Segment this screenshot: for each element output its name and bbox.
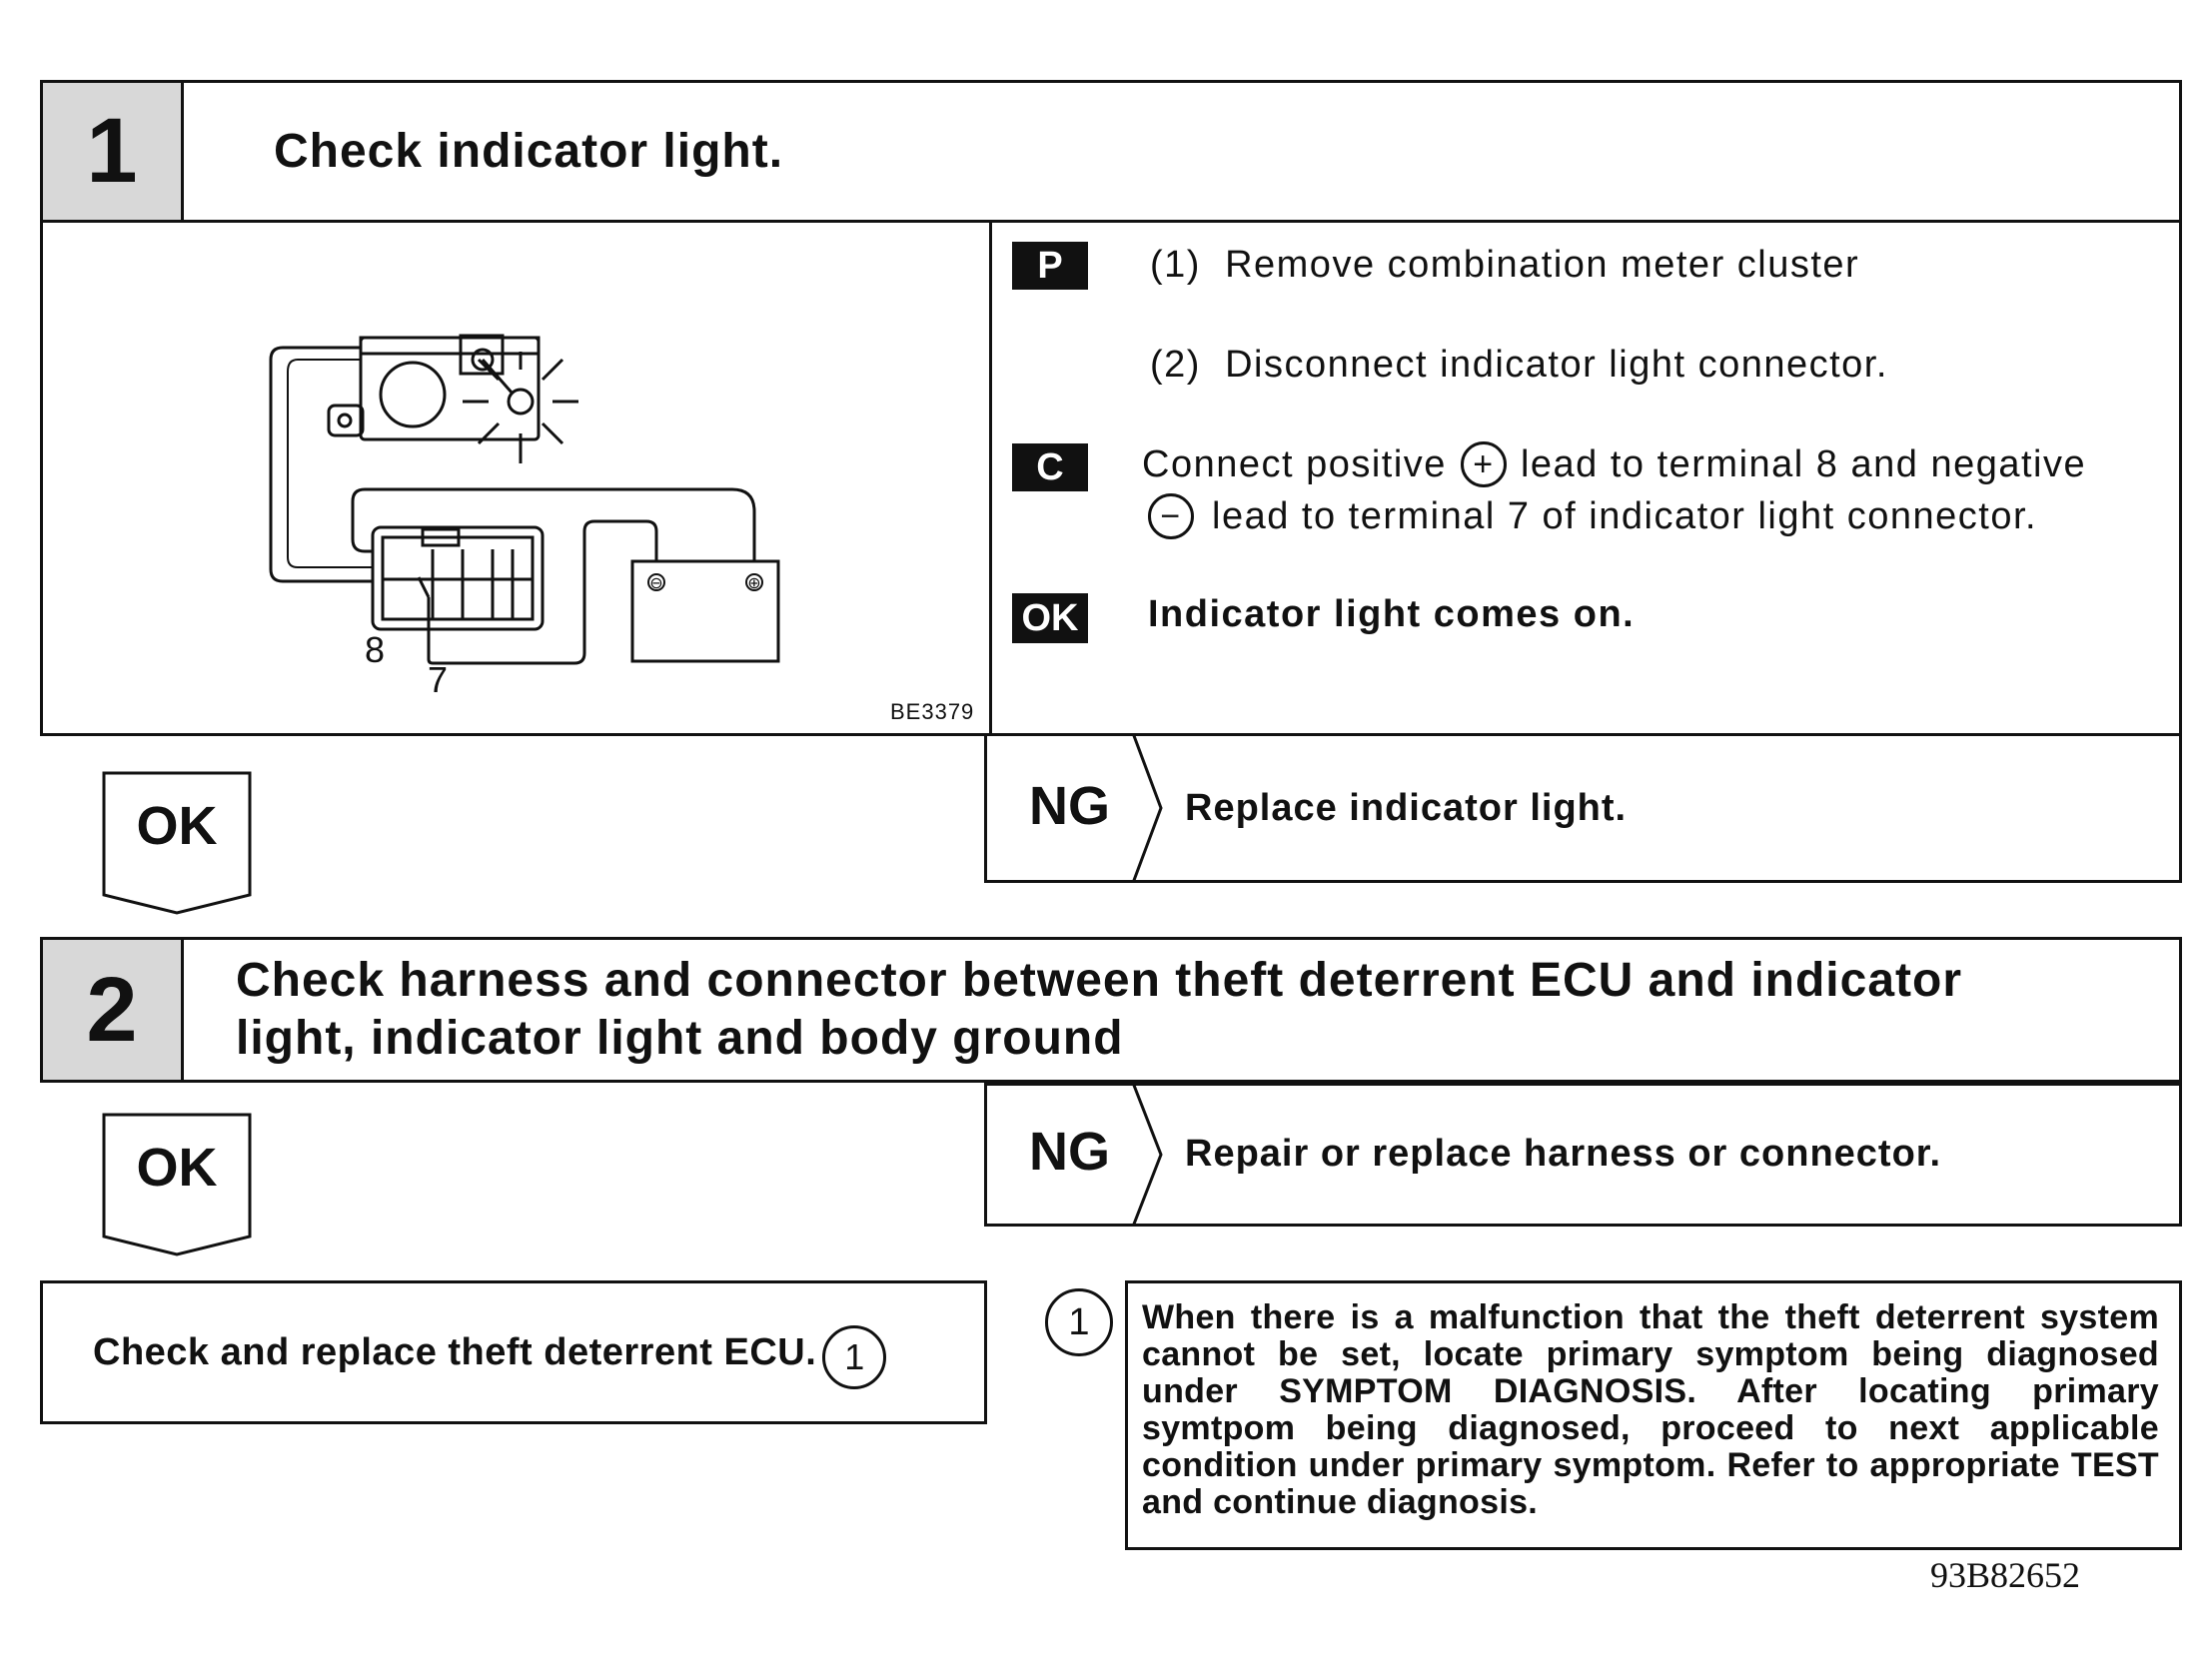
note-reference-icon: 1 <box>1045 1288 1113 1356</box>
svg-text:⊖: ⊖ <box>649 573 662 592</box>
step1-number: 1 <box>43 83 184 220</box>
step2-title: Check harness and connector between thef… <box>184 940 1962 1080</box>
check-badge: C <box>1012 443 1088 491</box>
step2-ok-label: OK <box>136 1138 218 1198</box>
step1-ng-chevron <box>1131 733 1163 883</box>
step1-divider <box>989 220 992 733</box>
step2-ok-arrow-shape <box>102 1113 252 1256</box>
step1-ng-label: NG <box>1029 776 1110 836</box>
battery <box>630 559 780 663</box>
step2-ng-box <box>984 1083 2182 1227</box>
prep-step-1-number: (1) <box>1150 244 1201 286</box>
terminal-7-label: 7 <box>428 659 449 700</box>
prep-step-1-text: Remove combination meter cluster <box>1225 244 1860 286</box>
light-burst-icon <box>463 352 578 463</box>
check-text-c: lead to terminal 7 of indicator light co… <box>1212 494 2038 537</box>
step2-ng-text: Repair or replace harness or connector. <box>1185 1133 1942 1175</box>
reference-1-icon: 1 <box>822 1325 887 1389</box>
check-instruction-line2: − lead to terminal 7 of indicator light … <box>1148 493 2037 539</box>
document-code: 93B82652 <box>1930 1555 2081 1595</box>
bulb-socket <box>379 361 447 428</box>
step2-ng-chevron <box>1131 1083 1163 1227</box>
plus-icon: + <box>1460 441 1507 487</box>
minus-icon: − <box>1148 493 1194 539</box>
final-action-text: Check and replace theft deterrent ECU. <box>93 1330 817 1373</box>
step1-body: ⊖ ⊕ 8 7 BE3379 P (1) Remove combination … <box>40 220 2182 736</box>
step2-number: 2 <box>43 940 184 1080</box>
step2-ng-label: NG <box>1029 1122 1110 1182</box>
prep-step-2: (2) Disconnect indicator light connector… <box>1150 344 1888 387</box>
figure-code: BE3379 <box>890 699 975 724</box>
check-text-a: Connect positive <box>1142 442 1447 485</box>
step2-title-line1: Check harness and connector between thef… <box>236 954 1962 1007</box>
note-box: When there is a malfunction that the the… <box>1125 1280 2182 1550</box>
wiring-diagram: ⊖ ⊕ <box>269 334 780 665</box>
note-text: When there is a malfunction that the the… <box>1142 1298 2159 1521</box>
prep-badge: P <box>1012 242 1088 290</box>
indicator-connector <box>371 525 545 631</box>
prep-step-2-number: (2) <box>1150 344 1201 386</box>
svg-text:⊕: ⊕ <box>747 573 760 592</box>
final-action-box: Check and replace theft deterrent ECU. 1 <box>40 1280 987 1424</box>
step1-ok-arrow-shape <box>102 771 252 915</box>
check-instruction-line1: Connect positive + lead to terminal 8 an… <box>1142 441 2086 487</box>
ok-text: Indicator light comes on. <box>1148 593 1636 635</box>
prep-step-1: (1) Remove combination meter cluster <box>1150 244 1859 287</box>
step1-ok-label: OK <box>136 796 218 856</box>
prep-step-2-text: Disconnect indicator light connector. <box>1225 344 1888 386</box>
terminal-8-label: 8 <box>365 629 386 670</box>
step1-header: 1 Check indicator light. <box>40 80 2182 223</box>
ok-badge: OK <box>1012 593 1088 643</box>
step1-title: Check indicator light. <box>274 124 784 178</box>
step2-title-line2: light, indicator light and body ground <box>236 1012 1124 1065</box>
check-text-b: lead to terminal 8 and negative <box>1520 442 2087 485</box>
step1-ng-text: Replace indicator light. <box>1185 787 1628 829</box>
step2-header: 2 Check harness and connector between th… <box>40 937 2182 1083</box>
step1-ng-box <box>984 733 2182 883</box>
